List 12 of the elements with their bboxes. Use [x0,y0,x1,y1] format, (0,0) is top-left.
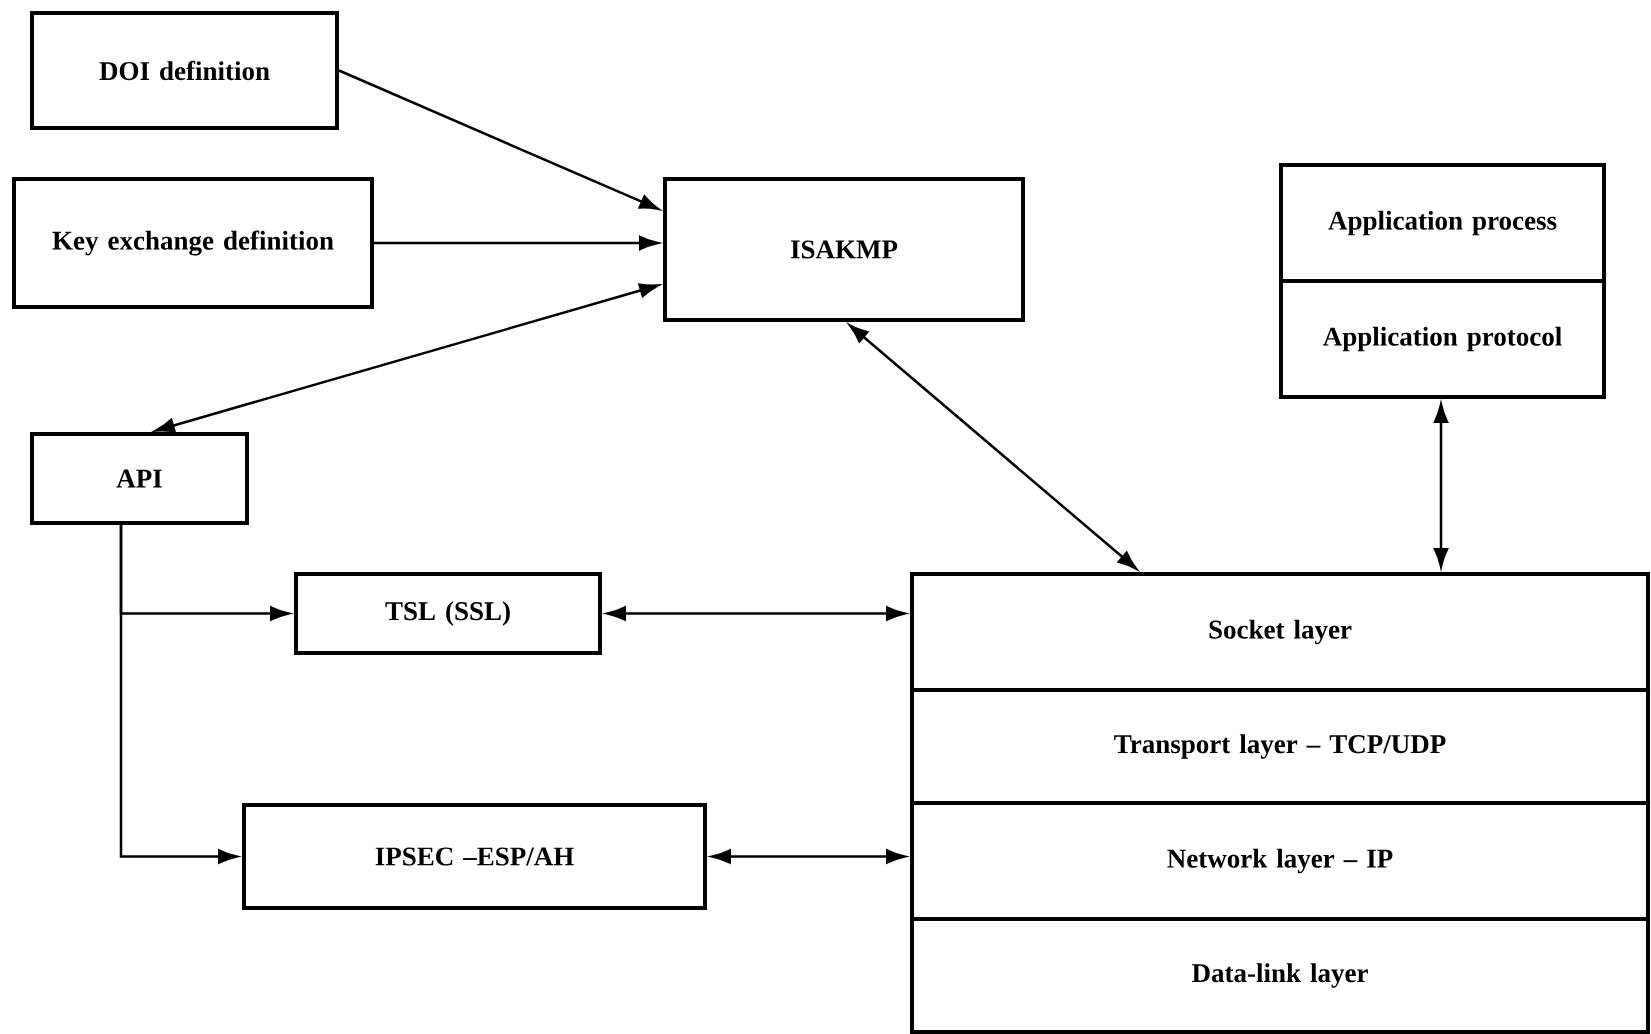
box: TSL (SSL) [294,572,602,655]
box: DOI definition [30,11,339,130]
box: Key exchange definition [12,177,374,309]
box: API [30,432,249,525]
box: Transport layer – TCP/UDP [910,688,1650,805]
box: Data-link layer [910,917,1650,1034]
box: Application protocol [1279,279,1606,399]
box: ISAKMP [663,177,1025,322]
box: Network layer – IP [910,801,1650,921]
box: Application process [1279,163,1606,283]
box: Socket layer [910,572,1650,692]
box: IPSEC –ESP/AH [242,803,707,910]
